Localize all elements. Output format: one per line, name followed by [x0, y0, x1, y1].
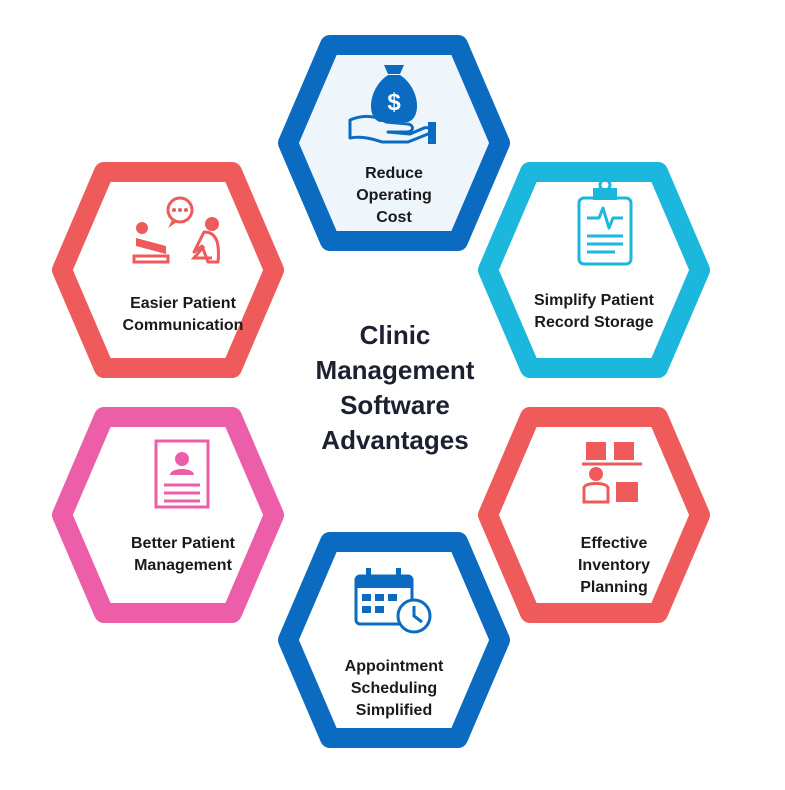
title-line: Management — [315, 355, 475, 385]
label-record-storage: Simplify Patient Record Storage — [499, 290, 689, 334]
svg-text:$: $ — [387, 89, 401, 116]
title-line: Clinic — [359, 320, 431, 350]
patient-profile-icon — [154, 439, 210, 509]
label-line: Better Patient — [130, 535, 236, 552]
label-line: Effective — [580, 535, 648, 552]
diagram-title: Clinic Management Software Advantages — [280, 318, 510, 458]
calendar-clock-icon — [354, 568, 432, 634]
hexagon-patient-management — [52, 407, 284, 623]
label-line: Scheduling — [350, 680, 438, 697]
hexagon-record-storage — [478, 162, 710, 378]
warehouse-boxes-icon — [582, 442, 642, 504]
label-line: Appointment — [344, 658, 444, 675]
label-line: Simplify Patient — [533, 292, 655, 309]
label-line: Communication — [122, 317, 244, 334]
label-line: Reduce — [365, 165, 423, 182]
label-patient-management: Better Patient Management — [88, 533, 278, 577]
label-line: Management — [134, 557, 232, 574]
hexagon-communication — [52, 162, 284, 378]
title-line: Advantages — [321, 425, 469, 455]
label-line: Inventory — [577, 557, 650, 574]
label-inventory: Effective Inventory Planning — [519, 533, 709, 599]
label-communication: Easier Patient Communication — [88, 293, 278, 337]
label-line: Operating — [356, 187, 432, 204]
label-line: Planning — [580, 579, 648, 596]
label-scheduling: Appointment Scheduling Simplified — [299, 656, 489, 722]
label-line: Simplified — [355, 702, 433, 719]
label-line: Record Storage — [534, 314, 654, 331]
clipboard-heartbeat-icon — [577, 178, 633, 266]
label-line: Easier Patient — [130, 295, 236, 312]
doctor-patient-chat-icon — [132, 196, 220, 264]
label-line: Cost — [376, 209, 412, 226]
money-bag-hand-icon: $ — [348, 65, 436, 144]
hexagon-inventory — [478, 407, 710, 623]
hexagon-scheduling — [278, 532, 510, 748]
title-line: Software — [340, 390, 450, 420]
label-reduce-cost: Reduce Operating Cost — [299, 163, 489, 229]
